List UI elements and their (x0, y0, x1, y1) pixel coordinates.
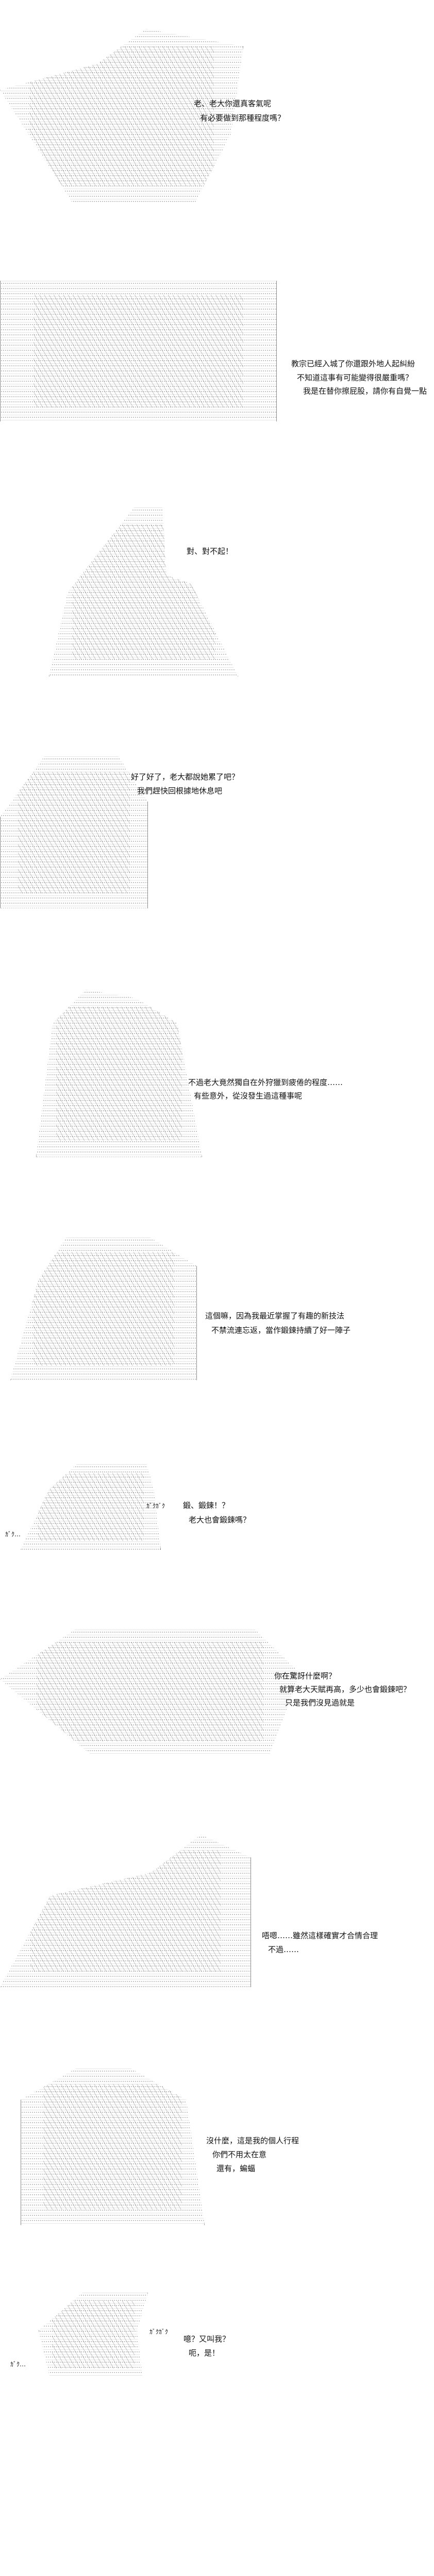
dialogue-line: 你們不用太在意 (212, 2150, 267, 2159)
dialogue-line: 有必要做到那種程度嗎？ (200, 113, 286, 123)
ascii-art-character (49, 507, 238, 676)
sound-effect: ｶﾞｸ… (5, 1531, 21, 1538)
ascii-art-character (21, 1464, 161, 1550)
dialogue-line: 不知道這事有可能變得很嚴重嗎？ (297, 373, 413, 382)
ascii-art-character (21, 2069, 205, 2225)
dialogue-line: 唔嗯……雖然這樣確實才合情合理 (262, 1931, 378, 1940)
ascii-art-character (36, 990, 202, 1157)
dialogue-line: 教宗已經入城了你還跟外地人起糾紛 (291, 359, 415, 368)
dialogue-line: 不過…… (268, 1945, 299, 1954)
dialogue-line: 老、老大你還真客氣呢 (194, 99, 272, 108)
ascii-art-character (0, 281, 277, 421)
dialogue-line: 好了好了，老大都說她累了吧？ (131, 772, 240, 782)
sound-effect: ｶﾞｸｶﾞｸ (149, 2328, 169, 2335)
dialogue-line: 有些意外，從沒發生過這種事呢 (194, 1091, 303, 1100)
dialogue-line: 老大也會鍛鍊嗎？ (189, 1515, 251, 1524)
dialogue-line: 沒什麼，這是我的個人行程 (206, 2136, 299, 2145)
dialogue-line: 呃，是！ (189, 2348, 220, 2358)
dialogue-line: 我們趕快回根據地休息吧 (137, 786, 223, 795)
dialogue-line: 還有，蝙蝠 (216, 2164, 256, 2173)
ascii-art-character (39, 2293, 148, 2377)
ascii-art-character (0, 1835, 251, 1987)
dialogue-line: 這個嘛，因為我最近掌握了有趣的新技法 (205, 1311, 345, 1320)
ascii-art-character (0, 756, 148, 908)
dialogue-line: 你在驚訝什麼啊？ (274, 1671, 337, 1681)
ascii-art-character (10, 1238, 197, 1380)
comic-page: 老、老大你還真客氣呢 有必要做到那種程度嗎？ 教宗已經入城了你還跟外地人起糾紛 … (0, 29, 427, 2377)
dialogue-line: 我是在替你擦屁股，請你有自覺一點 (303, 386, 427, 396)
sound-effect: ｶﾞｸ… (10, 2361, 26, 2368)
dialogue-line: 鍛、鍛鍊！？ (183, 1501, 230, 1510)
dialogue-line: 噫？又叫我？ (183, 2334, 230, 2344)
dialogue-line: 就算老大天賦再高，多少也會鍛鍊吧？ (279, 1685, 411, 1694)
dialogue-line: 不過老大竟然獨自在外狩獵到疲倦的程度…… (188, 1078, 343, 1087)
dialogue-line: 對、對不起！ (187, 547, 233, 556)
dialogue-line: 不禁流連忘返，當作鍛鍊持續了好一陣子 (211, 1326, 351, 1335)
dialogue-line: 只是我們沒見過就是 (285, 1698, 355, 1707)
ascii-art-character (0, 1630, 300, 1754)
sound-effect: ｶﾞｸｶﾞｸ (146, 1502, 165, 1510)
